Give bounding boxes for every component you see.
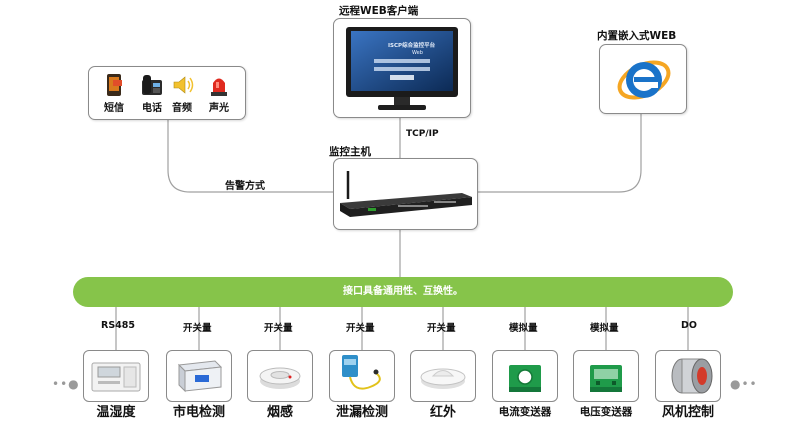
- left-dots: ••●: [52, 377, 80, 391]
- monitor-icon: [346, 27, 458, 110]
- sensor-smoke: 烟感: [247, 350, 313, 422]
- host-title: 监控主机: [329, 146, 371, 158]
- sensor-name-voltage: 电压变送器: [579, 406, 633, 418]
- sensor-name-infrared: 红外: [429, 405, 456, 420]
- conn-label-temp-humidity: RS485: [101, 320, 135, 331]
- tcpip-label: TCP/IP: [406, 129, 439, 139]
- sms-phone-icon: [107, 74, 122, 96]
- sensor-name-mains: 市电检测: [172, 405, 225, 420]
- embedded-web-box: [599, 44, 687, 114]
- monitor-screen-sub: Web: [412, 50, 423, 56]
- conn-label-leak: 开关量: [346, 323, 375, 334]
- sensor-name-temp-humidity: 温湿度: [96, 405, 136, 420]
- sensor-voltage: 电压变送器: [573, 350, 639, 422]
- infrared-sensor-icon: [420, 368, 466, 389]
- sensor-name-current: 电流变送器: [498, 406, 552, 418]
- alarm-item-siren: 声光: [200, 71, 238, 115]
- voltage-transmitter-icon: [590, 365, 622, 392]
- alarm-item-audio: 音频: [163, 71, 201, 115]
- leak-detector-icon: [342, 355, 381, 390]
- alarm-label-phone: 电话: [142, 103, 162, 114]
- alarm-item-phone: 电话: [133, 71, 171, 115]
- remote-web-title: 远程WEB客户端: [339, 5, 419, 17]
- alarm-label-sms: 短信: [104, 103, 124, 114]
- alarm-item-sms: 短信: [95, 71, 133, 115]
- fan-icon: [671, 358, 713, 394]
- remote-web-client: ISCP综合监控平台 Web: [333, 18, 471, 118]
- sensor-leak: 泄漏检测: [329, 350, 395, 422]
- right-dots: ●••: [730, 377, 758, 391]
- sensor-mains: 市电检测: [166, 350, 232, 422]
- interface-bus: 接口具备通用性、互换性。: [73, 277, 733, 307]
- monitor-screen-title: ISCP综合监控平台: [388, 43, 436, 49]
- alarm-label-audio: 音频: [172, 103, 192, 114]
- conn-label-fan: DO: [681, 320, 697, 331]
- conn-label-current: 模拟量: [509, 323, 538, 334]
- temp-humidity-sensor-icon: [91, 362, 141, 392]
- current-transmitter-icon: [509, 365, 541, 392]
- alarm-method-label: 告警方式: [225, 181, 265, 192]
- conn-label-mains: 开关量: [183, 323, 212, 334]
- sensor-name-fan: 风机控制: [661, 405, 714, 420]
- conn-label-voltage: 模拟量: [590, 323, 619, 334]
- monitoring-host-box: [333, 158, 478, 230]
- sensor-current: 电流变送器: [492, 350, 558, 422]
- sensor-name-smoke: 烟感: [266, 405, 293, 420]
- conn-label-infrared: 开关量: [427, 323, 456, 334]
- siren-icon: [211, 78, 227, 96]
- speaker-icon: [173, 76, 194, 94]
- internet-explorer-icon: [617, 60, 671, 100]
- sensor-name-leak: 泄漏检测: [335, 405, 388, 420]
- sensor-infrared: 红外: [410, 350, 476, 422]
- alarm-label-siren: 声光: [209, 103, 229, 114]
- conn-label-smoke: 开关量: [264, 323, 293, 334]
- smoke-detector-icon: [259, 367, 301, 389]
- sensor-temp-humidity: 温湿度: [83, 350, 149, 422]
- sensor-fan: 风机控制: [655, 350, 721, 422]
- desk-phone-icon: [142, 75, 162, 95]
- monitoring-host-icon: [340, 171, 472, 217]
- embedded-web-title: 内置嵌入式WEB: [597, 30, 677, 42]
- mains-detector-icon: [177, 360, 223, 393]
